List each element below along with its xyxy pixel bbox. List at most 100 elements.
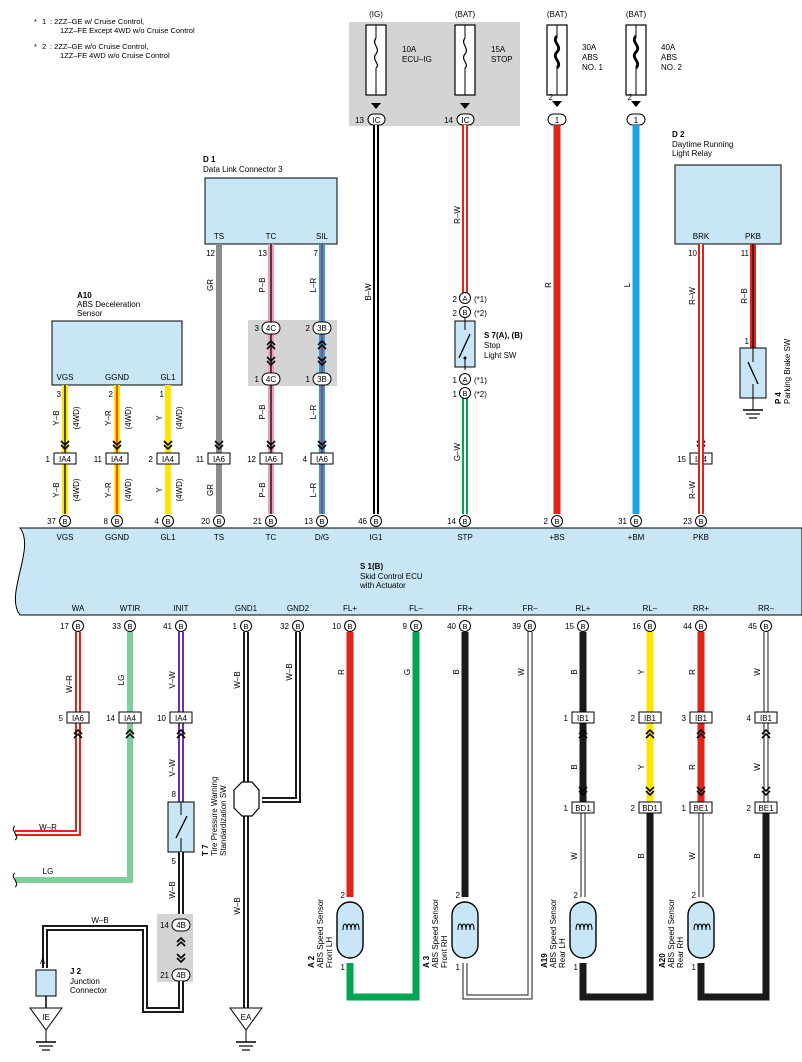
svg-text:2: 2 [574, 891, 579, 900]
ecu-bottom-pin-num: 39 [512, 622, 521, 631]
wire-stop-gw: G–W [453, 398, 468, 514]
ecu-bottom-pin-num: 17 [60, 622, 69, 631]
svg-text:IA6: IA6 [265, 455, 278, 464]
svg-text:A: A [40, 957, 46, 966]
conn-fuse3: 2 1 [547, 93, 567, 126]
ecu-pin-connector: B [165, 517, 170, 526]
svg-text:IA6: IA6 [213, 455, 226, 464]
svg-text:Front LH: Front LH [325, 937, 334, 968]
svg-text:Data Link Connector 3: Data Link Connector 3 [203, 165, 283, 174]
ecu-pin-connector: B [347, 622, 352, 631]
svg-text:W–B: W–B [168, 881, 177, 898]
svg-text:(IG): (IG) [369, 10, 383, 19]
ecu-top-pin-num: 4 [155, 517, 160, 526]
svg-text:2: 2 [453, 309, 458, 318]
svg-text:(4WD): (4WD) [72, 406, 81, 429]
svg-text:W–B: W–B [233, 671, 242, 688]
svg-text:Tire Pressure Warning: Tire Pressure Warning [210, 777, 219, 856]
svg-text:4: 4 [303, 455, 308, 464]
wire-brk: R–W R–W [688, 244, 704, 514]
svg-text:BE1: BE1 [758, 804, 774, 813]
svg-text:2: 2 [149, 455, 154, 464]
svg-text:(BAT): (BAT) [455, 10, 476, 19]
svg-text:3B: 3B [317, 324, 327, 333]
svg-text:P–B: P–B [258, 482, 267, 497]
svg-text:11: 11 [196, 455, 205, 464]
svg-text:B: B [637, 853, 646, 858]
conn-4c: 3 4C 1 4C [255, 321, 281, 386]
wire-stop-rw: R–W [453, 125, 468, 295]
svg-text:PKB: PKB [745, 232, 761, 241]
conn-row-ia-bottom: 5 IA6 14 IA4 10 IA4 [59, 711, 193, 739]
ecu-top-pin-label: TS [214, 533, 224, 542]
ecu-pin-connector: B [114, 517, 119, 526]
svg-text:R: R [337, 669, 346, 675]
svg-text:A10: A10 [77, 291, 92, 300]
ecu-bottom-pin-label: RR+ [693, 604, 710, 613]
ecu-top-pin-num: 8 [104, 517, 109, 526]
svg-text:14: 14 [106, 714, 115, 723]
ecu-pin-connector: B [647, 622, 652, 631]
ecu-pin-connector: B [413, 622, 418, 631]
svg-text:2: 2 [109, 390, 114, 399]
svg-text:A: A [462, 294, 467, 303]
svg-text:ABS Speed Sensor: ABS Speed Sensor [431, 899, 440, 968]
svg-text:L–R: L–R [309, 277, 318, 292]
ecu-bottom-pin-num: 16 [632, 622, 641, 631]
svg-text:14: 14 [444, 116, 453, 125]
svg-text:L: L [623, 282, 632, 287]
svg-text:IB1: IB1 [760, 714, 773, 723]
svg-text:NO. 2: NO. 2 [661, 63, 682, 72]
svg-text:A: A [462, 375, 467, 384]
ecu-top-pin-label: D/G [315, 533, 329, 542]
ecu-pin-connector: B [373, 517, 378, 526]
svg-text:S 1(B): S 1(B) [360, 562, 383, 571]
conn-ic-14: 14 IC [444, 113, 475, 126]
svg-text:IA6: IA6 [316, 455, 329, 464]
svg-text:GL1: GL1 [160, 373, 176, 382]
ecu-top-pin-label: GL1 [160, 533, 176, 542]
svg-text:W: W [753, 668, 762, 676]
svg-text:1: 1 [692, 963, 697, 972]
svg-text:1ZZ–FE 4WD w/o Cruise Control: 1ZZ–FE 4WD w/o Cruise Control [60, 51, 170, 60]
ecu-bottom-pin-label: GND1 [235, 604, 258, 613]
svg-text:LG: LG [117, 675, 126, 686]
ecu-top-pin-num: 21 [253, 517, 262, 526]
ecu-top-pin-num: 20 [201, 517, 210, 526]
ecu-top-pin-label: IG1 [370, 533, 383, 542]
wire-wtir: LG LG [12, 632, 133, 888]
svg-text:L–R: L–R [309, 482, 318, 497]
svg-text:13: 13 [258, 249, 267, 258]
svg-text:EA: EA [241, 1013, 252, 1022]
ecu-top-pin-num: 13 [304, 517, 313, 526]
svg-text:R–B: R–B [740, 288, 749, 304]
svg-text:Y: Y [637, 764, 646, 770]
svg-text:SIL: SIL [316, 232, 329, 241]
ecu-bottom-pin-num: 32 [280, 622, 289, 631]
svg-text:1: 1 [42, 17, 46, 26]
svg-text:W–R: W–R [65, 675, 74, 693]
svg-text:IA4: IA4 [59, 455, 72, 464]
svg-text:10: 10 [157, 714, 166, 723]
svg-text:1: 1 [453, 390, 458, 399]
svg-text:2: 2 [628, 93, 633, 102]
svg-text:R: R [688, 764, 697, 770]
svg-text:T 7: T 7 [201, 844, 210, 856]
ecu-pin-connector: B [698, 622, 703, 631]
svg-text:14: 14 [160, 921, 169, 930]
ecu-bottom-pin-num: 15 [565, 622, 574, 631]
svg-text:2: 2 [456, 891, 461, 900]
svg-text:8: 8 [172, 790, 177, 799]
ecu-bottom-pin-label: FL– [409, 604, 423, 613]
j2-junction-connector: A J 2 Junction Connector IE [29, 957, 107, 1051]
svg-text:ABS Deceleration: ABS Deceleration [77, 300, 140, 309]
ecu-bottom-pin-10: RL–16 B [632, 604, 658, 632]
ecu-bottom-pin-label: RL– [643, 604, 658, 613]
